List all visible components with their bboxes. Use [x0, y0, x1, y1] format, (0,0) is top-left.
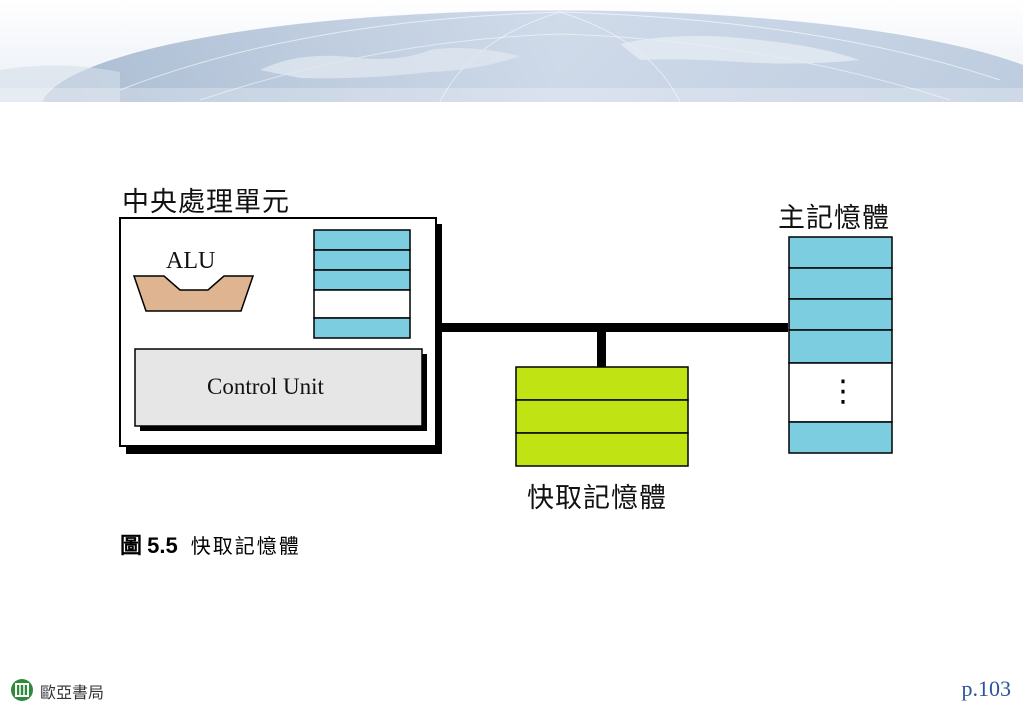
cache-cell — [515, 399, 689, 434]
control-unit-label: Control Unit — [207, 374, 324, 399]
main-memory-stack — [788, 236, 893, 454]
memory-cell — [788, 236, 893, 269]
cache-cell — [515, 366, 689, 401]
register-cell — [313, 269, 411, 291]
memory-cell — [788, 298, 893, 331]
figure-number: 5.5 — [147, 533, 178, 558]
page-number: p.103 — [961, 676, 1012, 701]
system-bus — [436, 323, 788, 332]
figure-caption: 圖 5.5 快取記憶體 — [120, 528, 301, 560]
cache-cell — [515, 432, 689, 467]
main-memory-title: 主記憶體 — [778, 203, 890, 234]
register-cell — [313, 289, 411, 319]
alu-shape — [132, 275, 255, 312]
cache-title: 快取記憶體 — [527, 483, 667, 514]
publisher-name: 歐亞書局 — [40, 683, 105, 702]
memory-cell-ellipsis — [788, 362, 893, 423]
cpu-title: 中央處理單元 — [122, 187, 290, 218]
cache-bus-connector — [597, 330, 606, 368]
register-cell — [313, 317, 411, 339]
register-cell — [313, 229, 411, 251]
register-cell — [313, 249, 411, 271]
memory-cell — [788, 267, 893, 300]
control-unit-box — [134, 348, 423, 427]
cache-stack — [515, 366, 689, 467]
register-stack — [313, 229, 411, 339]
header-globe-banner — [0, 0, 1023, 102]
figure-title: 快取記憶體 — [190, 534, 301, 558]
memory-cell — [788, 329, 893, 364]
figure-word: 圖 — [120, 534, 143, 559]
memory-cell — [788, 421, 893, 454]
main-memory-ellipsis: ⋮ — [828, 374, 858, 409]
publisher-logo-icon — [11, 679, 33, 701]
alu-label: ALU — [166, 248, 216, 274]
